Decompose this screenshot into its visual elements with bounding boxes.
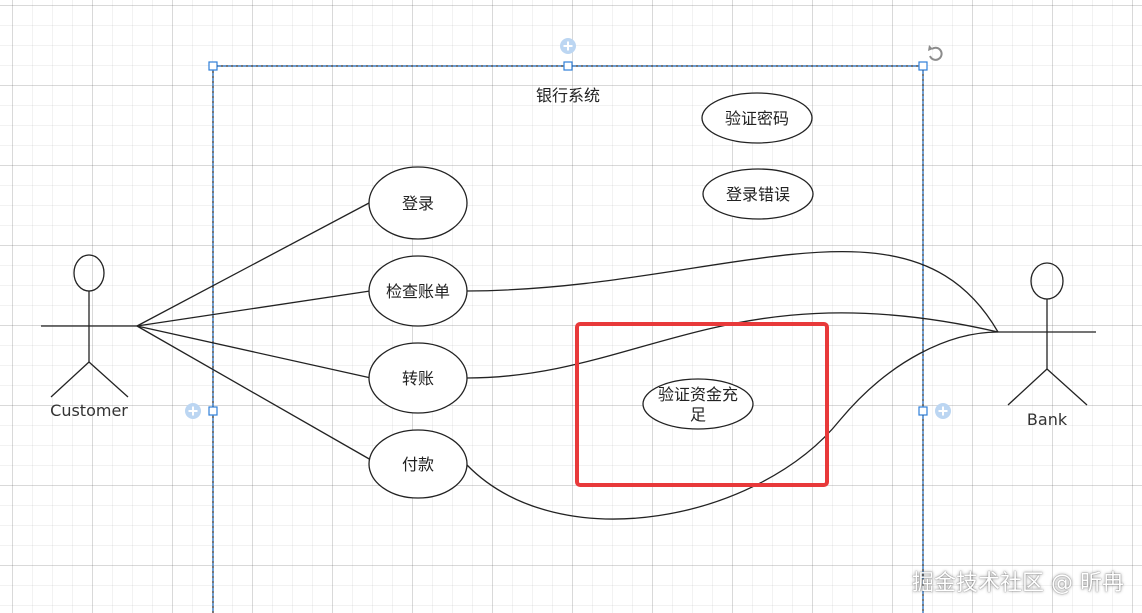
usecase-verify-password-label: 验证密码 xyxy=(725,109,789,128)
usecase-login-error[interactable] xyxy=(702,168,814,220)
selection-outline xyxy=(212,65,924,613)
usecase-transfer-label: 转账 xyxy=(402,369,434,388)
add-handle-icon[interactable] xyxy=(185,403,201,419)
edge-check-bill-bank[interactable] xyxy=(466,251,999,333)
system-title: 银行系统 xyxy=(536,86,600,105)
actor-customer[interactable] xyxy=(41,254,137,398)
actor-bank-right-leg xyxy=(1046,368,1088,406)
usecase-verify-funds-label-line2: 足 xyxy=(690,405,706,424)
usecase-login[interactable] xyxy=(368,166,468,240)
actor-customer-left-leg xyxy=(50,361,90,398)
actor-customer-right-leg xyxy=(88,361,129,398)
actor-customer-label: Customer xyxy=(50,401,128,420)
add-handle-icon[interactable] xyxy=(935,403,951,419)
resize-handle-top-center[interactable] xyxy=(563,61,573,71)
edge-customer-payment[interactable] xyxy=(136,325,372,461)
usecase-check-bill[interactable] xyxy=(368,255,468,327)
usecase-payment[interactable] xyxy=(368,429,468,499)
resize-handle-middle-left[interactable] xyxy=(208,406,218,416)
usecase-login-error-label: 登录错误 xyxy=(726,185,790,204)
rotate-icon[interactable] xyxy=(928,45,943,61)
system-boundary[interactable] xyxy=(212,65,924,613)
usecase-verify-funds-label-line1: 验证资金充 xyxy=(658,385,738,404)
edge-customer-transfer[interactable] xyxy=(136,325,372,379)
edge-transfer-bank[interactable] xyxy=(466,312,999,379)
usecase-check-bill-label: 检查账单 xyxy=(386,282,450,301)
usecase-verify-password[interactable] xyxy=(701,92,813,144)
usecase-login-label: 登录 xyxy=(402,194,434,213)
actor-bank-head xyxy=(1030,262,1064,300)
edge-customer-check-bill[interactable] xyxy=(136,290,371,327)
edge-customer-login[interactable] xyxy=(136,202,370,327)
usecase-transfer[interactable] xyxy=(368,342,468,414)
resize-handle-top-left[interactable] xyxy=(208,61,218,71)
actor-bank-label: Bank xyxy=(1027,410,1068,429)
resize-handle-top-right[interactable] xyxy=(918,61,928,71)
edge-payment-bank[interactable] xyxy=(466,331,999,520)
resize-handle-middle-right[interactable] xyxy=(918,406,928,416)
usecase-verify-funds[interactable] xyxy=(642,378,754,430)
actor-bank-left-leg xyxy=(1007,368,1048,406)
add-handle-icon[interactable] xyxy=(560,38,576,54)
highlight-box xyxy=(575,322,829,487)
actor-bank[interactable] xyxy=(998,262,1096,406)
watermark: 掘金技术社区 @ 昕冉 xyxy=(912,571,1124,596)
actor-customer-head xyxy=(73,254,105,292)
usecase-payment-label: 付款 xyxy=(402,455,434,474)
